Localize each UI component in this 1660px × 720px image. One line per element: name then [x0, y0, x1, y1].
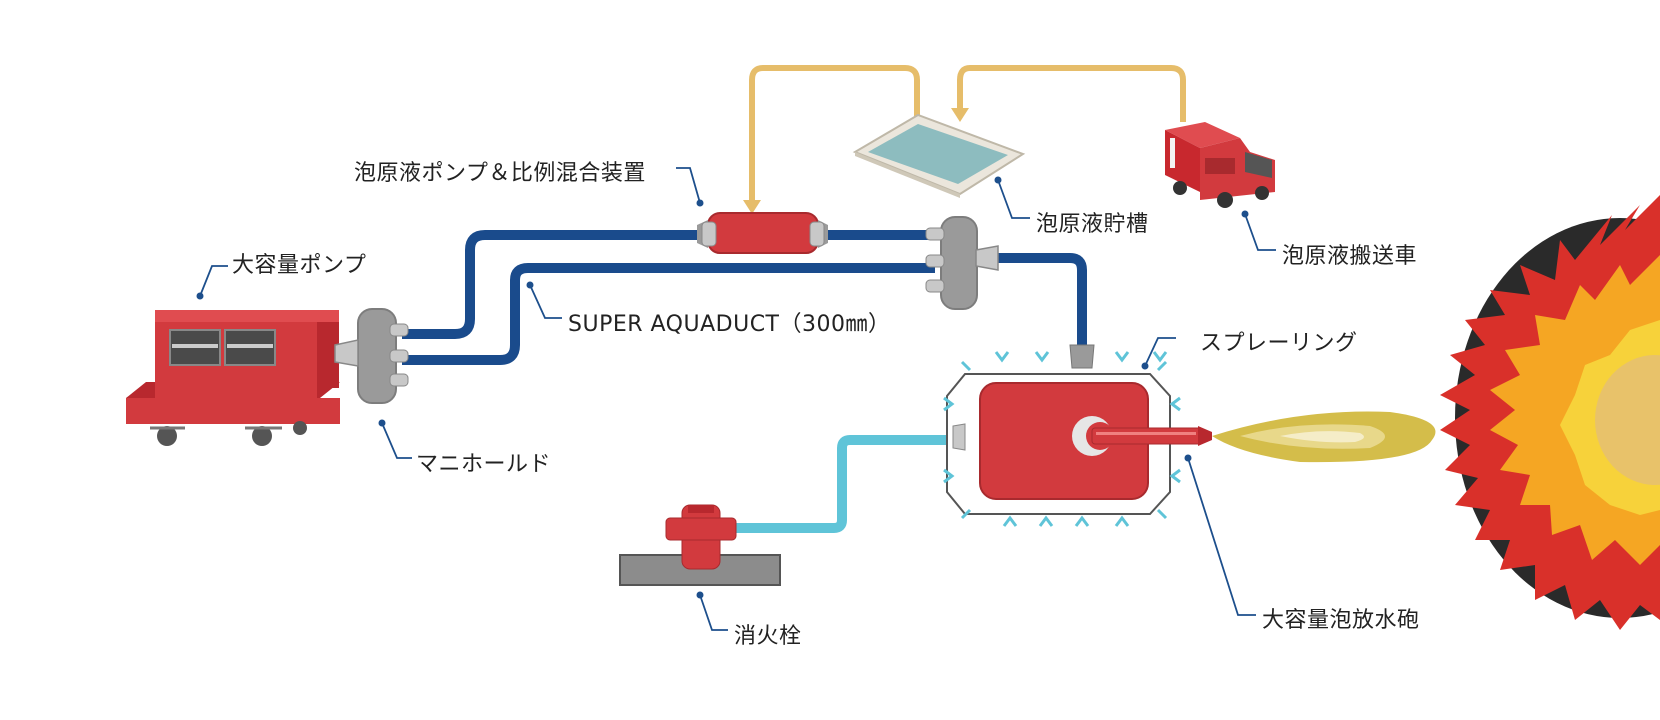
label-super-aquaduct: SUPER AQUADUCT（300㎜） [568, 312, 891, 337]
label-foam-tank: 泡原液貯槽 [1036, 212, 1149, 237]
monitor-nozzle-icon [952, 382, 1436, 500]
foam-supply-lines [749, 65, 1186, 200]
pump-unit-icon [126, 310, 340, 446]
leader-dots [196, 176, 1249, 599]
foam-tank-icon [852, 113, 1026, 198]
proportioner-icon [697, 212, 828, 254]
label-foam-truck: 泡原液搬送車 [1282, 244, 1418, 269]
manifold-icon [925, 216, 999, 310]
super-aquaduct-hoses [402, 230, 1087, 365]
arrow-icon [951, 108, 969, 122]
fire-icon [1440, 195, 1660, 630]
hydrant-hose [735, 435, 960, 533]
manifold-icon [334, 308, 409, 404]
label-large-pump: 大容量ポンプ [232, 253, 367, 278]
arrow-icon [743, 200, 761, 214]
hydrant-icon [619, 504, 781, 586]
label-spray-ring: スプレーリング [1200, 331, 1358, 356]
fire-truck-icon [1165, 122, 1275, 208]
label-manifold: マニホールド [416, 452, 552, 477]
leader-lines [199, 167, 1276, 631]
label-monitor: 大容量泡放水砲 [1262, 608, 1420, 633]
label-hydrant: 消火栓 [734, 624, 802, 649]
label-proportioner: 泡原液ポンプ＆比例混合装置 [354, 161, 646, 186]
